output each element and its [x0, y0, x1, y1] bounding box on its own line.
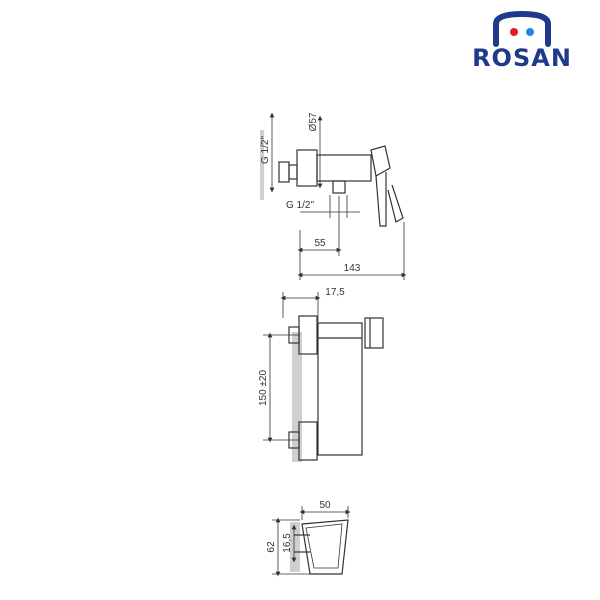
- brand-logo: ROSAN: [462, 8, 582, 72]
- body-outline: [301, 519, 349, 575]
- dim-overall-length: 143: [344, 263, 361, 274]
- inlet-connector: [288, 164, 298, 180]
- front-view: [263, 292, 384, 462]
- logo-mark-icon: [493, 10, 551, 47]
- dim-width: 50: [319, 500, 331, 511]
- lever-base: [370, 145, 391, 177]
- wall-section: [292, 332, 302, 462]
- dim-spacing: 16,5: [282, 533, 293, 553]
- bottom-view: [272, 506, 351, 577]
- dim-thread-horizontal: G 1/2": [286, 200, 314, 211]
- mixer-body: [316, 154, 372, 182]
- lever-alt: [387, 184, 404, 223]
- dim-thread-vertical: G 1/2": [260, 136, 271, 164]
- inlet-fitting: [296, 149, 318, 187]
- outlet-connector: [332, 180, 346, 194]
- brand-name: ROSAN: [472, 44, 572, 72]
- dim-depth-outlet: 55: [314, 238, 326, 249]
- dim-height: 62: [266, 541, 277, 553]
- lever-handle: [375, 172, 387, 227]
- inlet-nut: [278, 161, 290, 183]
- body-inner: [305, 523, 343, 569]
- lower-inlet-fitting: [298, 421, 318, 461]
- dim-offset: 17,5: [325, 287, 345, 298]
- mixer-body: [317, 322, 363, 456]
- dim-diameter: Ø57: [308, 112, 319, 131]
- handle: [364, 317, 384, 349]
- wall-section: [260, 130, 264, 200]
- dim-centers: 150 ±20: [258, 370, 269, 407]
- side-view: [260, 112, 407, 280]
